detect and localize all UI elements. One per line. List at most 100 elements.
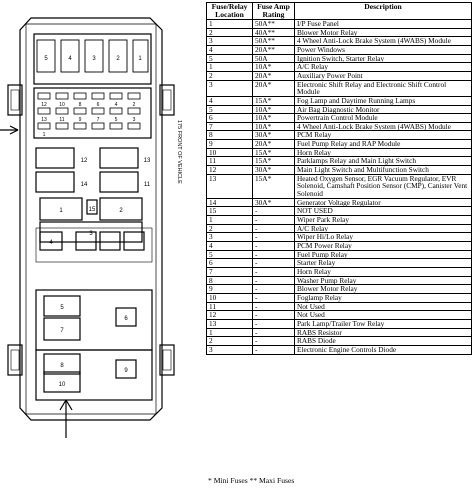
cell-description: Power Windows — [294, 44, 472, 55]
table-row: 11-Not Used — [206, 301, 472, 312]
cell-description: A/C Relay — [294, 223, 472, 234]
left-mount-tab-lower — [7, 344, 23, 376]
relay-label: 9 — [124, 368, 128, 374]
maxi-label: 3 — [92, 56, 96, 62]
cell-description: Electronic Engine Controls Diode — [294, 344, 472, 355]
cell-description: Fuel Pump Relay and RAP Module — [294, 139, 472, 149]
col-rating-header: Fuse Amp Rating — [252, 2, 295, 20]
cell-rating: - — [252, 215, 295, 225]
cell-rating: 30A* — [252, 130, 295, 141]
cell-description: NOT USED — [294, 206, 472, 217]
maxi-label: 2 — [116, 56, 120, 62]
cell-location: 4 — [206, 95, 253, 106]
table-row: 2-A/C Relay — [206, 223, 472, 234]
cell-description: 4 Wheel Anti-Lock Brake System (4WABS) M… — [294, 36, 472, 46]
relay-label: 14 — [81, 182, 88, 188]
table-row: 1-Wiper Park Relay — [206, 215, 472, 225]
maxi-label: 1 — [138, 56, 142, 62]
cell-location: 12 — [206, 310, 253, 320]
cell-location: 1 — [206, 327, 253, 338]
resistor — [123, 231, 145, 251]
cell-description: Auxiliary Power Point — [294, 70, 472, 81]
cell-description: 4 Wheel Anti-Lock Brake System (4WABS) M… — [294, 121, 472, 132]
table-row: 3-Electronic Engine Controls Diode — [206, 344, 472, 355]
relay-12 — [35, 147, 75, 169]
cell-location: 2 — [206, 223, 253, 234]
cell-description: Fog Lamp and Daytime Running Lamps — [294, 95, 472, 106]
relay-2 — [99, 197, 143, 221]
relay-11 — [99, 171, 139, 193]
cell-location: 8 — [206, 130, 253, 141]
cell-rating: - — [252, 301, 295, 312]
cell-description: RABS Resistor — [294, 327, 472, 338]
cell-location: 8 — [206, 275, 253, 286]
mini-label: 2 — [133, 102, 136, 108]
mini-label: 3 — [133, 117, 136, 123]
cell-rating: - — [252, 275, 295, 286]
right-mount-tab — [159, 84, 175, 116]
cell-rating: 20A* — [252, 70, 295, 81]
cell-location: 15 — [206, 206, 253, 217]
mini-label: 10 — [59, 102, 65, 108]
cell-description: Parklamps Relay and Main Light Switch — [294, 156, 472, 167]
cell-rating: 20A** — [252, 44, 295, 55]
cell-rating: - — [252, 223, 295, 234]
cell-description: Powertrain Control Module — [294, 113, 472, 123]
mini-label: 5 — [115, 117, 118, 123]
cell-rating: 50A** — [252, 18, 295, 29]
cell-rating: - — [252, 266, 295, 277]
table-row: 9-Blower Motor Relay — [206, 284, 472, 294]
fuse-table: Fuse/Relay Location Fuse Amp Rating Desc… — [206, 2, 472, 355]
cell-location: 7 — [206, 266, 253, 277]
cell-location: 9 — [206, 284, 253, 294]
cell-location: 5 — [206, 104, 253, 115]
cell-rating: - — [252, 258, 295, 268]
cell-description: Main Light Switch and Multifunction Swit… — [294, 165, 472, 175]
cell-description: Park Lamp/Trailer Tow Relay — [294, 318, 472, 329]
relay-block-lower — [35, 289, 153, 351]
table-row: 1-RABS Resistor — [206, 327, 472, 338]
cell-location: 3 — [206, 232, 253, 242]
table-row: 2-RABS Diode — [206, 336, 472, 346]
relay-13 — [99, 147, 139, 169]
mini-fuse-block — [33, 87, 152, 139]
relay-label: 15 — [89, 207, 96, 213]
maxi-fuse-row — [36, 39, 149, 73]
cell-rating: 50A — [252, 53, 295, 64]
cell-location: 14 — [206, 197, 253, 208]
cell-location: 13 — [206, 173, 253, 199]
cell-rating: 40A** — [252, 27, 295, 38]
cell-rating: 30A* — [252, 197, 295, 208]
col-location-header: Fuse/Relay Location — [206, 2, 253, 20]
table-header-row: Fuse/Relay Location Fuse Amp Rating Desc… — [206, 2, 472, 20]
relay-15 — [86, 199, 98, 215]
table-row: 7-Horn Relay — [206, 266, 472, 277]
cell-rating: 30A* — [252, 165, 295, 175]
cell-description: RABS Diode — [294, 336, 472, 346]
cell-description: Foglamp Relay — [294, 292, 472, 303]
cell-rating: - — [252, 249, 295, 260]
cell-location: 1 — [206, 62, 253, 72]
relay-8 — [43, 353, 81, 375]
relay-label: 2 — [119, 208, 123, 214]
mini-fuse-row-top — [37, 92, 141, 130]
cell-location: 12 — [206, 165, 253, 175]
cell-description: I/P Fuse Panel — [294, 18, 472, 29]
cell-description: Fuel Pump Relay — [294, 249, 472, 260]
cell-description: Starter Relay — [294, 258, 472, 268]
cell-location: 9 — [206, 139, 253, 149]
cell-description: Not Used — [294, 310, 472, 320]
relay-6 — [115, 307, 137, 327]
cell-description: Not Used — [294, 301, 472, 312]
